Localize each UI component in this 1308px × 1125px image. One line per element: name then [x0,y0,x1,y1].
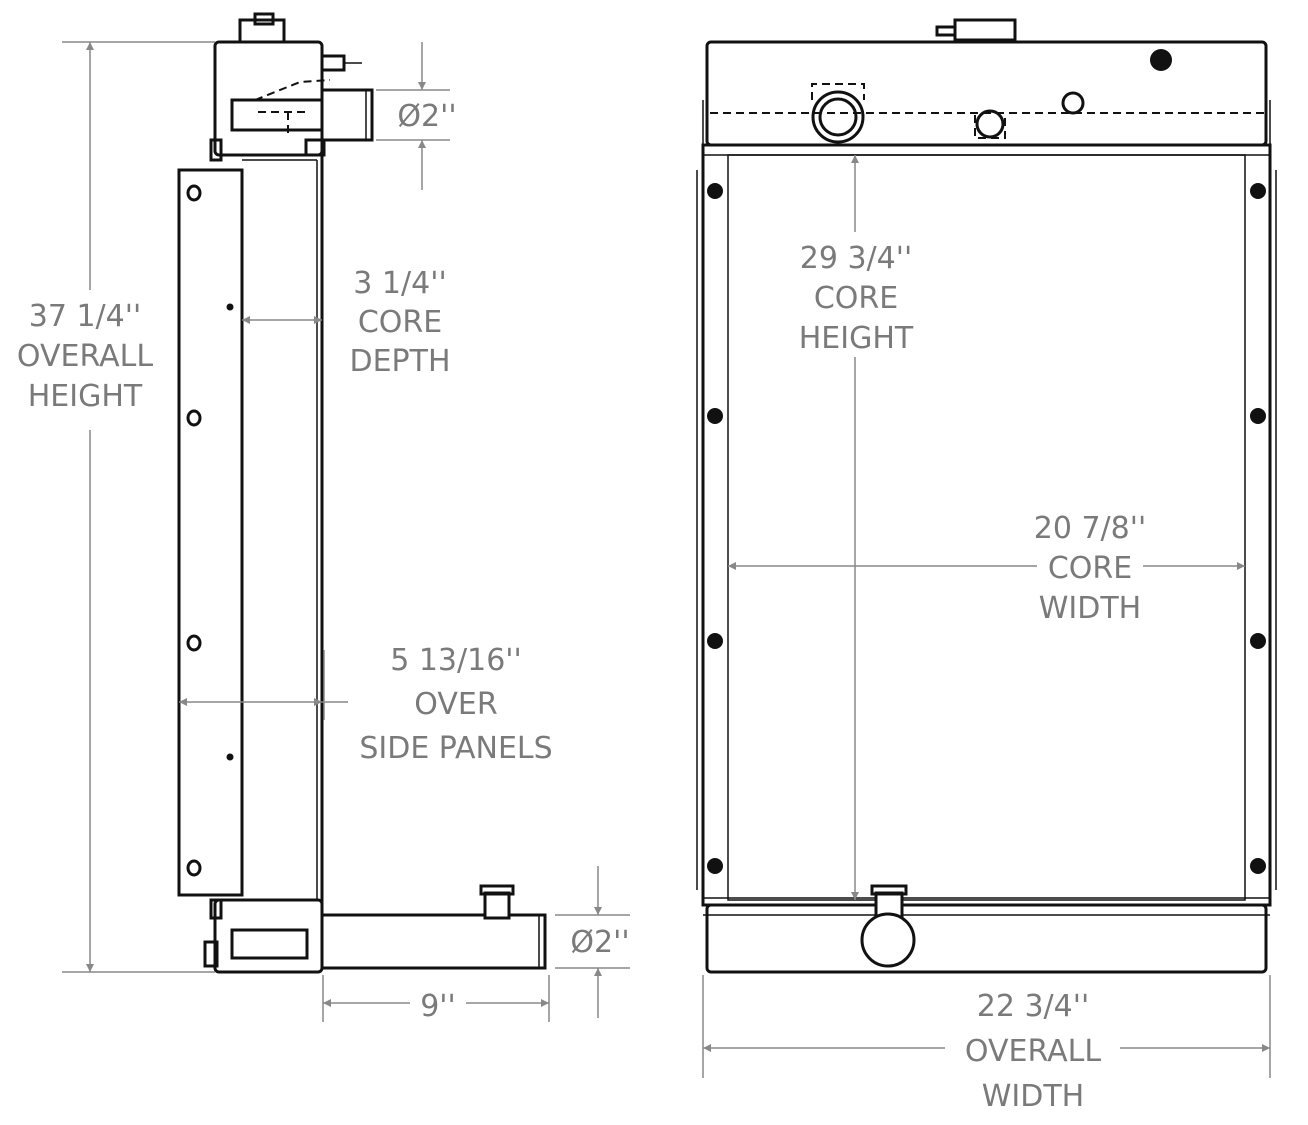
core-height-label-2: HEIGHT [799,321,914,356]
overall-height-dimension: 37 1/4'' OVERALL HEIGHT [17,41,215,973]
core-height-label-1: CORE [814,281,898,316]
over-side-panels-dimension: 5 13/16'' OVER SIDE PANELS [179,643,553,766]
panel-hole [186,409,202,427]
overall-width-value: 22 3/4'' [977,989,1090,1024]
front-view: 29 3/4'' CORE HEIGHT 20 7/8'' CORE WIDTH… [696,18,1277,1114]
over-side-panels-label-1: OVER [414,687,497,722]
core-width-dimension: 20 7/8'' CORE WIDTH [728,511,1245,626]
top-tank-front [702,18,1271,147]
overall-width-dimension: 22 3/4'' OVERALL WIDTH [702,975,1271,1114]
core-depth-label-1: CORE [358,305,442,340]
over-side-panels-value: 5 13/16'' [390,643,522,678]
panel-hole [186,634,202,652]
outlet-length-value: 9'' [420,989,456,1024]
outlet-length-dimension: 9'' [322,975,550,1024]
overall-height-label-2: HEIGHT [28,379,143,414]
bottom-tank-front [703,884,1270,974]
core-depth-value: 3 1/4'' [353,266,446,301]
inlet-diameter-dimension: Ø2'' [376,42,457,190]
core-width-label-2: WIDTH [1039,591,1142,626]
panel-hole [186,859,202,877]
bottom-tank-side [203,884,547,974]
inlet-port [811,90,865,144]
core-height-dimension: 29 3/4'' CORE HEIGHT [799,155,914,900]
overall-width-label-1: OVERALL [965,1034,1101,1069]
top-tank-side [209,12,374,162]
core-front [696,143,1277,907]
over-side-panels-label-2: SIDE PANELS [359,731,552,766]
core-width-label-1: CORE [1048,551,1132,586]
core-side [242,155,324,905]
side-view: 37 1/4'' OVERALL HEIGHT [17,12,630,1024]
panel-hole [186,184,202,202]
overall-width-label-2: WIDTH [982,1079,1085,1114]
outlet-port [860,912,916,968]
core-depth-dimension: 3 1/4'' CORE DEPTH [242,266,451,379]
core-depth-label-2: DEPTH [349,344,450,379]
core-width-value: 20 7/8'' [1034,511,1147,546]
outlet-diameter-value: Ø2'' [570,925,629,960]
overall-height-label-1: OVERALL [17,339,153,374]
outlet-diameter-dimension: Ø2'' [555,866,630,1018]
side-panel [177,168,244,897]
core-height-value: 29 3/4'' [800,241,913,276]
overall-height-value: 37 1/4'' [29,299,142,334]
mounting-bolts [707,183,1266,874]
inlet-diameter-value: Ø2'' [397,99,456,134]
